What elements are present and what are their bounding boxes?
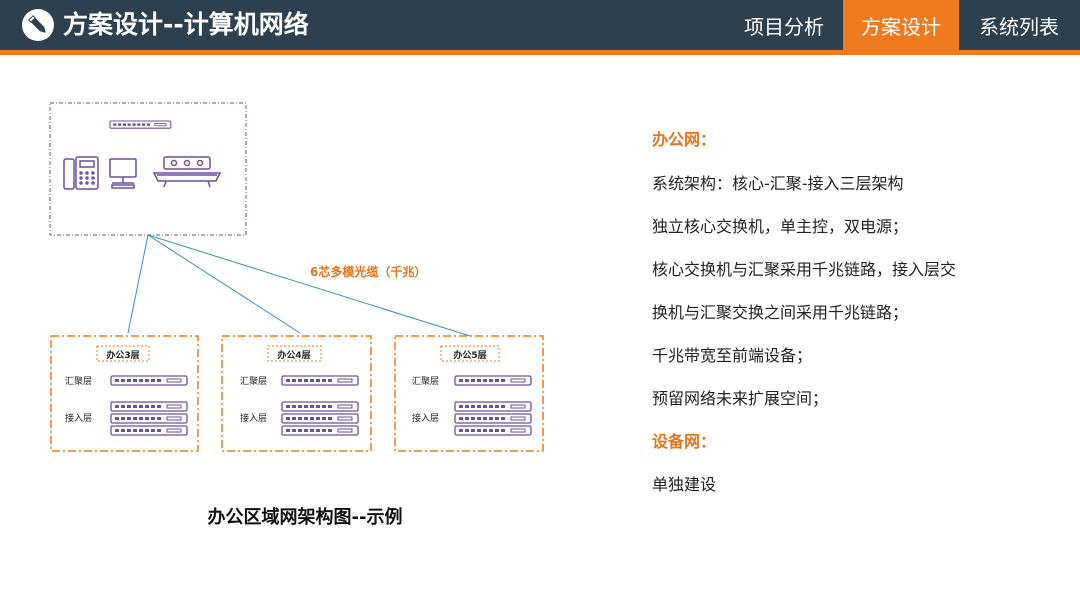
floor-name: 办公5层 — [453, 349, 486, 361]
phone-icon — [63, 156, 99, 190]
access-label: 接入层 — [65, 412, 92, 424]
section-heading-device-network: 设备网： — [652, 432, 717, 451]
aggregation-label: 汇聚层 — [65, 376, 92, 387]
panel-line: 独立核心交换机，单主控，双电源； — [652, 217, 909, 236]
switch-icon — [109, 120, 172, 129]
aggregation-label: 汇聚层 — [412, 376, 439, 387]
aggregation-label: 汇聚层 — [240, 376, 267, 387]
computer-icon — [109, 158, 137, 189]
tab-solution-design[interactable]: 方案设计 — [843, 0, 959, 50]
panel-line: 核心交换机与汇聚采用千兆链路，接入层交 — [652, 260, 957, 279]
access-label: 接入层 — [240, 412, 267, 424]
network-architecture-diagram: 6芯多模光缆（千兆） 办公3层 汇聚层 接入层 办公4层 汇聚层 接入层 办公5… — [49, 102, 544, 452]
floor-box-4: 办公4层 汇聚层 接入层 — [221, 335, 372, 452]
floor-name: 办公4层 — [277, 349, 310, 361]
section-heading-office-network: 办公网： — [652, 130, 717, 149]
panel-line: 换机与汇聚交换之间采用千兆链路； — [652, 303, 909, 322]
tab-project-analysis[interactable]: 项目分析 — [744, 15, 824, 39]
link-label: 6芯多模光缆（千兆） — [310, 264, 426, 279]
floor-name: 办公3层 — [106, 349, 139, 361]
diagram-caption: 办公区域网架构图--示例 — [207, 507, 403, 528]
access-label: 接入层 — [412, 412, 439, 424]
panel-line: 千兆带宽至前端设备； — [652, 346, 813, 365]
panel-line: 单独建设 — [652, 475, 717, 494]
floor-box-5: 办公5层 汇聚层 接入层 — [394, 335, 544, 452]
fiber-links — [127, 234, 471, 337]
video-terminal-icon — [152, 156, 222, 188]
floor-box-3: 办公3层 汇聚层 接入层 — [50, 335, 199, 452]
pencil-icon — [22, 9, 54, 41]
header-accent-stripe — [0, 50, 1080, 55]
tab-system-list[interactable]: 系统列表 — [979, 15, 1059, 39]
page-title: 方案设计--计算机网络 — [63, 10, 309, 39]
panel-line: 预留网络未来扩展空间； — [652, 389, 829, 408]
header-bar: 方案设计--计算机网络 项目分析 方案设计 系统列表 — [0, 0, 1080, 50]
panel-line: 系统架构：核心-汇聚-接入三层架构 — [652, 174, 904, 193]
